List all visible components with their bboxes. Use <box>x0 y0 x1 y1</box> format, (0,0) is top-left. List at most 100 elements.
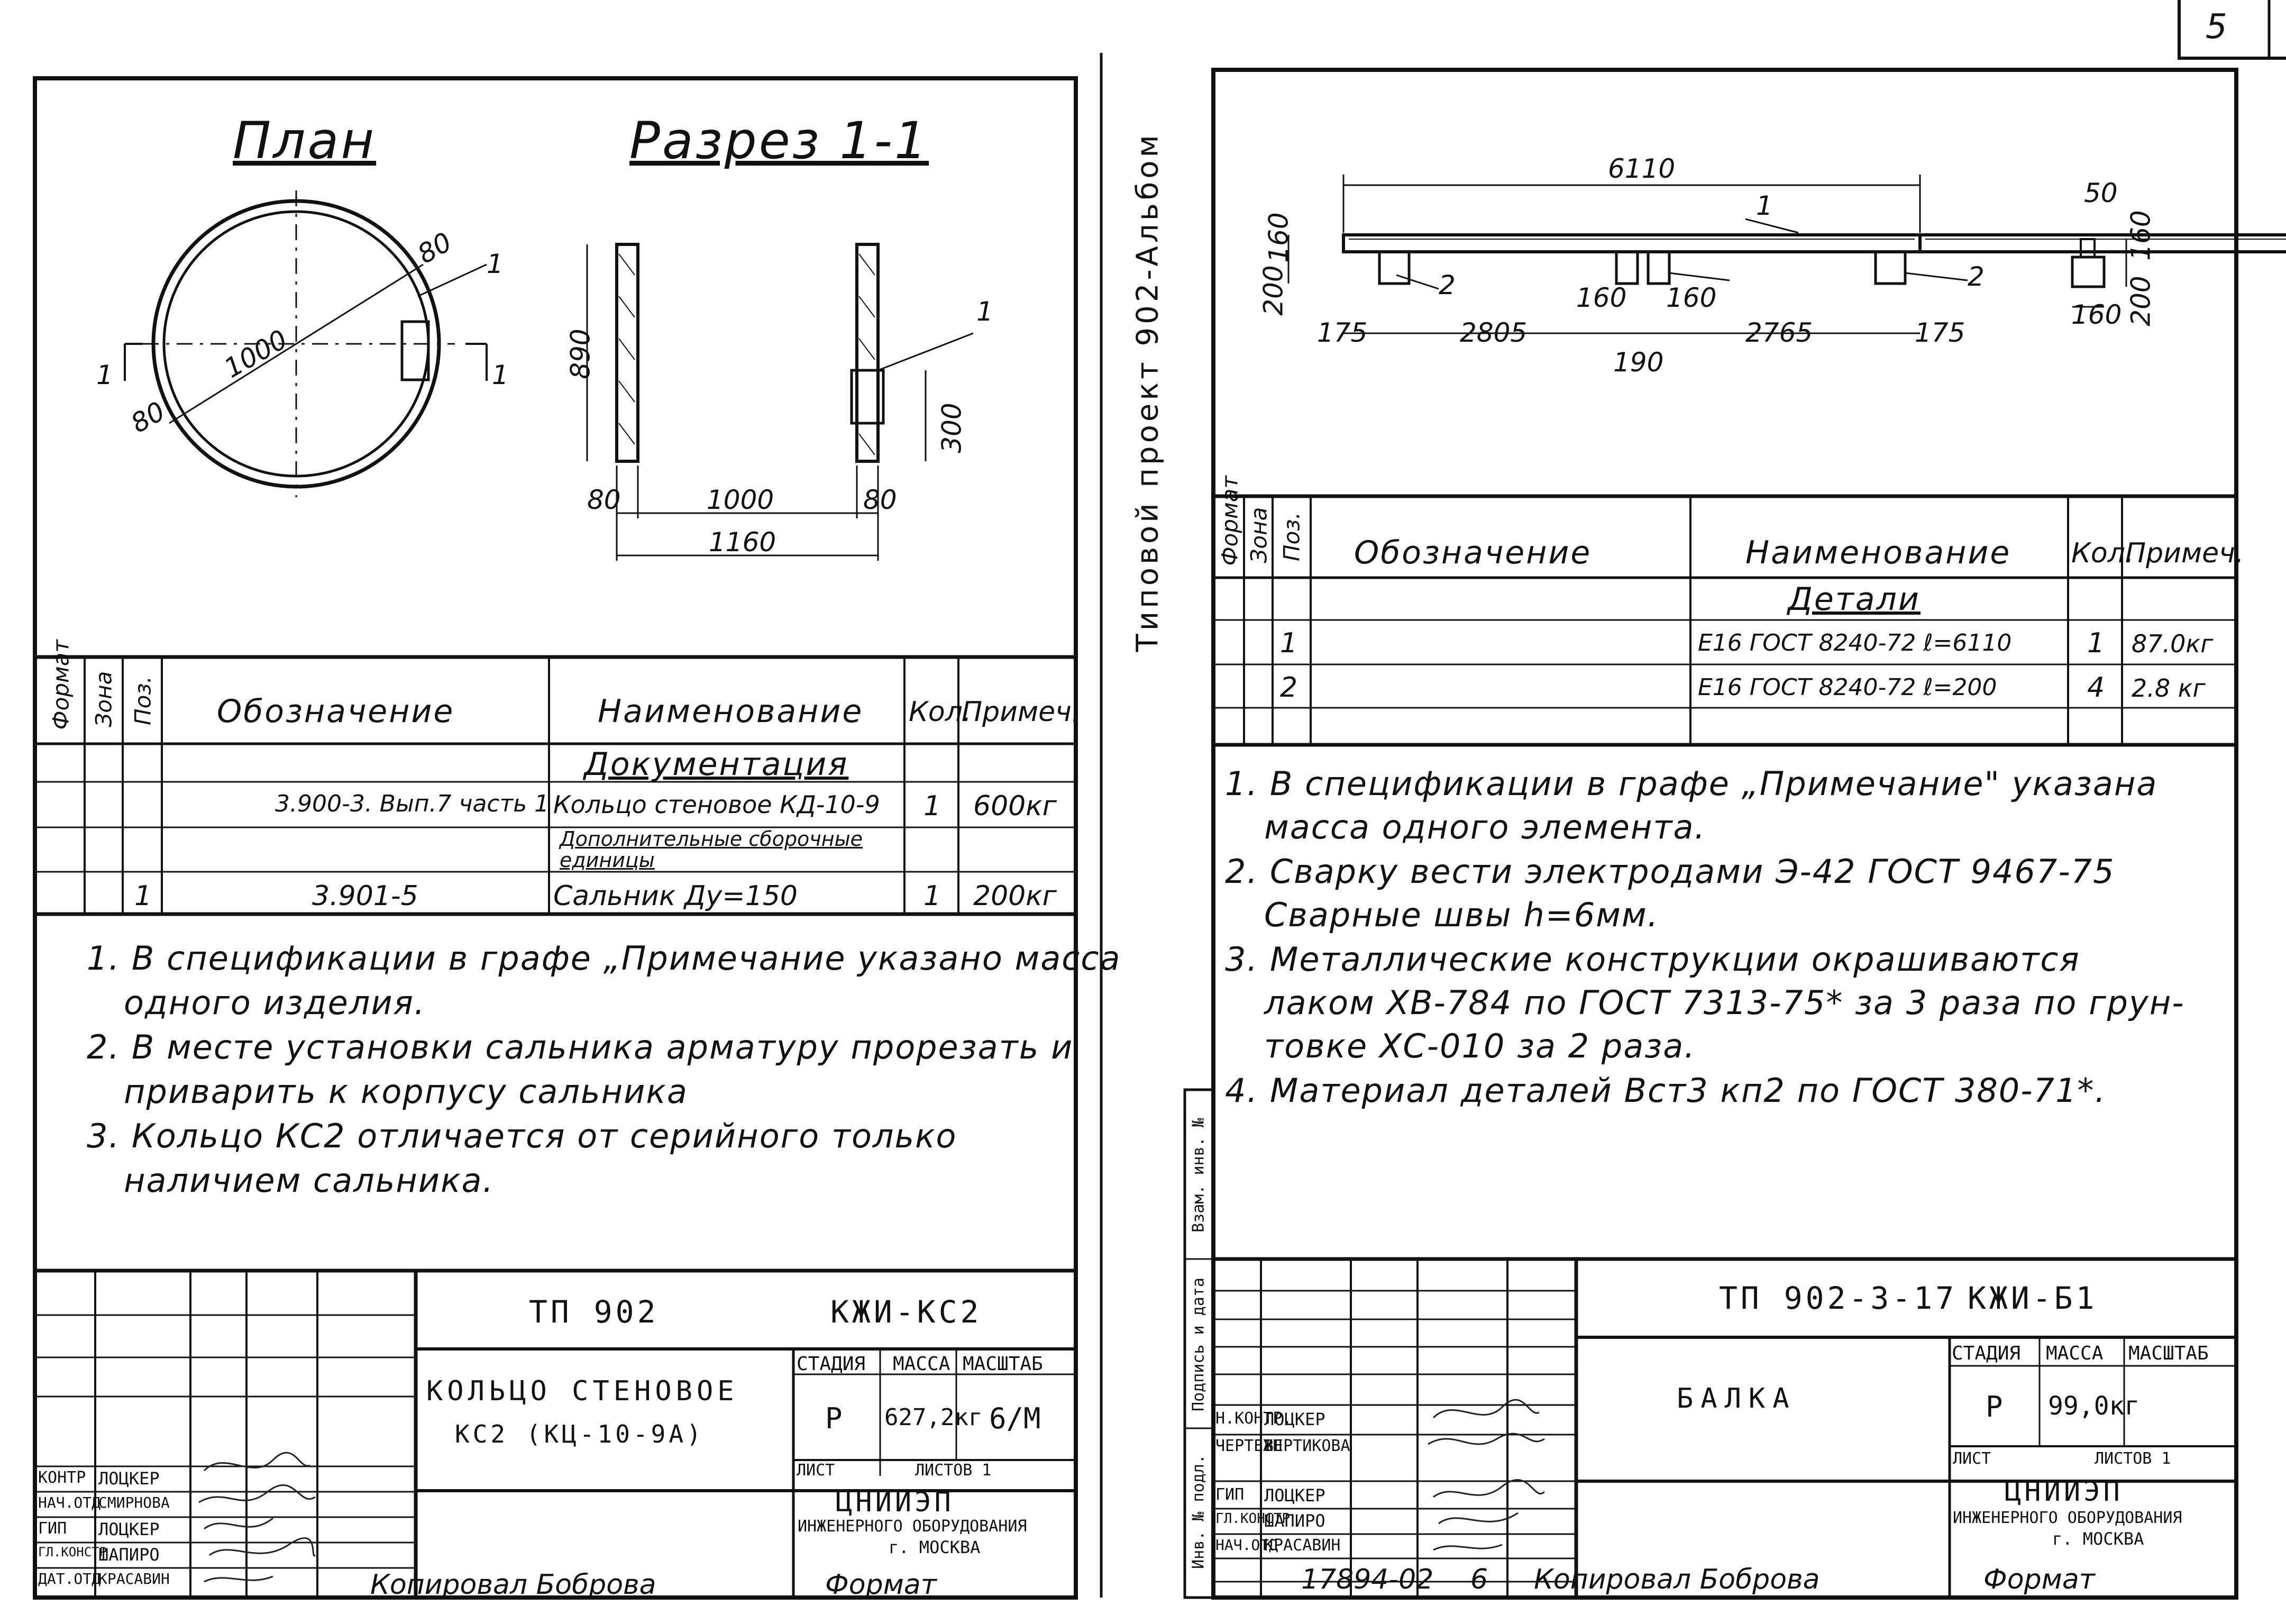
table-row-note: 200кг <box>973 880 1057 912</box>
table-row-name: Дополнительные сборочные единицы <box>560 827 863 872</box>
beam-dim-160: 160 <box>1263 212 1294 263</box>
header-zone: Зона <box>1246 507 1272 563</box>
stamp-person: ВЕРТИКОВА <box>1264 1437 1350 1455</box>
stamp-mass: 627,2кг <box>884 1404 983 1431</box>
table-row-name: Ε16 ГОСТ 8240-72 ℓ=200 <box>1698 674 1997 701</box>
note-line: товке ХС-010 за 2 раза. <box>1264 1027 1696 1065</box>
stamp-person: ШАПИРО <box>98 1545 160 1565</box>
beam-dim-190: 190 <box>1613 347 1664 378</box>
note-line: 3. Кольцо КС2 отличается от серийного то… <box>87 1117 957 1155</box>
page-number: 5 <box>2206 7 2227 47</box>
plan-title: План <box>233 111 377 170</box>
table-row-qty: 4 <box>2087 672 2105 704</box>
stamp-title: БАЛКА <box>1677 1383 1797 1415</box>
signature-marks <box>194 1428 321 1598</box>
detail-dim-200: 200 <box>2125 276 2156 326</box>
signature-marks <box>1423 1386 1550 1561</box>
beam-position-mark: 1 <box>1756 190 1773 221</box>
table-row-qty: 1 <box>923 790 941 822</box>
header-qty: Кол. <box>2071 537 2134 569</box>
table-row-name: Ε16 ГОСТ 8240-72 ℓ=6110 <box>1698 629 2012 656</box>
note-line: наличием сальника. <box>124 1161 495 1200</box>
side-label: Взам. инв. № <box>1189 1118 1208 1233</box>
beam-dim-2805: 2805 <box>1460 317 1528 348</box>
stamp-mass-label: МАССА <box>2046 1343 2104 1364</box>
stamp-role: ГИП <box>38 1519 67 1538</box>
plan-cut-right: 1 <box>492 360 509 390</box>
detail-dim-160: 160 <box>2125 210 2156 261</box>
stamp-code: КЖИ-КС2 <box>830 1294 982 1330</box>
footer-copied-left: Копировал Боброва <box>370 1569 656 1601</box>
table-row-qty: 1 <box>2087 627 2105 659</box>
stamp-role: ДАТ.ОТД <box>38 1570 101 1587</box>
section-details: Детали <box>1788 581 1921 618</box>
stamp-role: ГЛ.КОНСТР <box>1215 1511 1290 1527</box>
stamp-org-line2: ИНЖЕНЕРНОГО ОБОРУДОВАНИЯ <box>798 1517 1027 1536</box>
footer-sheet: 6 <box>1470 1564 1488 1595</box>
stamp-role: НАЧ.ОТД <box>1215 1536 1278 1554</box>
stamp-person: КРАСАВИН <box>1264 1536 1341 1555</box>
beam-position-mark: 2 <box>1439 270 1456 300</box>
table-row-name: Сальник Ду=150 <box>553 880 798 912</box>
detail-dim-50: 50 <box>2084 178 2118 208</box>
note-line: 1. В спецификации в графе „Примечание ук… <box>87 939 1121 978</box>
stamp-stage: Р <box>825 1402 843 1435</box>
section-dim-300: 300 <box>936 403 967 453</box>
header-note: Примеч. <box>962 696 1081 728</box>
section-documentation: Документация <box>584 746 849 783</box>
stamp-scale: 6/М <box>989 1402 1041 1435</box>
note-line: 2. В месте установки сальника арматуру п… <box>87 1028 1074 1066</box>
stamp-person: ЛОЦКЕР <box>98 1519 160 1539</box>
footer-copied-right: Копировал Боброва <box>1534 1564 1820 1595</box>
stamp-person: КРАСАВИН <box>98 1570 170 1587</box>
header-zone: Зона <box>90 671 117 727</box>
note-line: 1. В спецификации в графе „Примечание" у… <box>1225 764 2158 803</box>
note-line: масса одного элемента. <box>1264 808 1706 846</box>
stamp-scale-label: МАСШТАБ <box>963 1353 1043 1375</box>
plan-cut-left: 1 <box>96 360 113 390</box>
stamp-stage: Р <box>1986 1390 2003 1424</box>
stamp-person: СМИРНОВА <box>98 1494 170 1511</box>
detail-dim-width: 160 <box>2071 299 2122 330</box>
stamp-sheets-label: ЛИСТОВ 1 <box>2095 1449 2171 1468</box>
stamp-org-line2: ИНЖЕНЕРНОГО ОБОРУДОВАНИЯ <box>1953 1509 2182 1527</box>
stamp-sheet-label: ЛИСТ <box>797 1461 835 1480</box>
header-qty: Кол. <box>909 696 972 728</box>
stamp-role: НАЧ.ОТД <box>38 1494 101 1511</box>
stamp-role: КОНТР <box>38 1468 86 1487</box>
section-dim-1160: 1160 <box>709 527 776 558</box>
note-line: одного изделия. <box>124 983 426 1022</box>
beam-dim-175-right: 175 <box>1915 317 1965 348</box>
stamp-project: ТП 902-3-17 <box>1719 1280 1958 1316</box>
beam-dim-total: 6110 <box>1608 153 1676 184</box>
footer-number: 17894-02 <box>1301 1564 1434 1595</box>
note-line: приварить к корпусу сальника <box>124 1072 688 1111</box>
table-row-designation: 3.901-5 <box>312 880 418 912</box>
stamp-org: ЦНИИЭП <box>836 1486 954 1518</box>
header-name: Наименование <box>1745 534 2011 571</box>
header-note: Примеч. <box>2125 537 2244 569</box>
stamp-person: ЛОЦКЕР <box>98 1468 160 1489</box>
section-dim-80-left: 80 <box>587 485 621 515</box>
stamp-stage-label: СТАДИЯ <box>1952 1343 2021 1364</box>
table-row-designation: 3.900-3. Вып.7 часть 1 <box>275 790 550 817</box>
beam-dim-200: 200 <box>1258 265 1289 316</box>
beam-dim-160-a: 160 <box>1576 282 1627 313</box>
header-pos: Поз. <box>1278 512 1305 561</box>
table-row-qty: 1 <box>923 880 941 912</box>
beam-position-mark: 2 <box>1968 261 1985 292</box>
header-format: Формат <box>48 640 74 730</box>
stamp-mass-label: МАССА <box>893 1353 950 1375</box>
table-row-pos: 1 <box>134 880 152 912</box>
note-line: 2. Сварку вести электродами Э-42 ГОСТ 94… <box>1225 852 2115 891</box>
stamp-role: ЧЕРТЕЖН <box>1215 1437 1283 1455</box>
header-name: Наименование <box>598 693 864 730</box>
section-title: Разрез 1-1 <box>629 111 929 170</box>
beam-dim-175-left: 175 <box>1317 317 1368 348</box>
stamp-org-line3: г. МОСКВА <box>2052 1529 2144 1549</box>
stamp-role: ГЛ.КОНСТР <box>38 1545 107 1559</box>
table-row-note: 87.0кг <box>2132 629 2214 658</box>
stamp-code: КЖИ-Б1 <box>1968 1280 2098 1316</box>
stamp-title: КОЛЬЦО СТЕНОВОЕ <box>426 1375 738 1407</box>
